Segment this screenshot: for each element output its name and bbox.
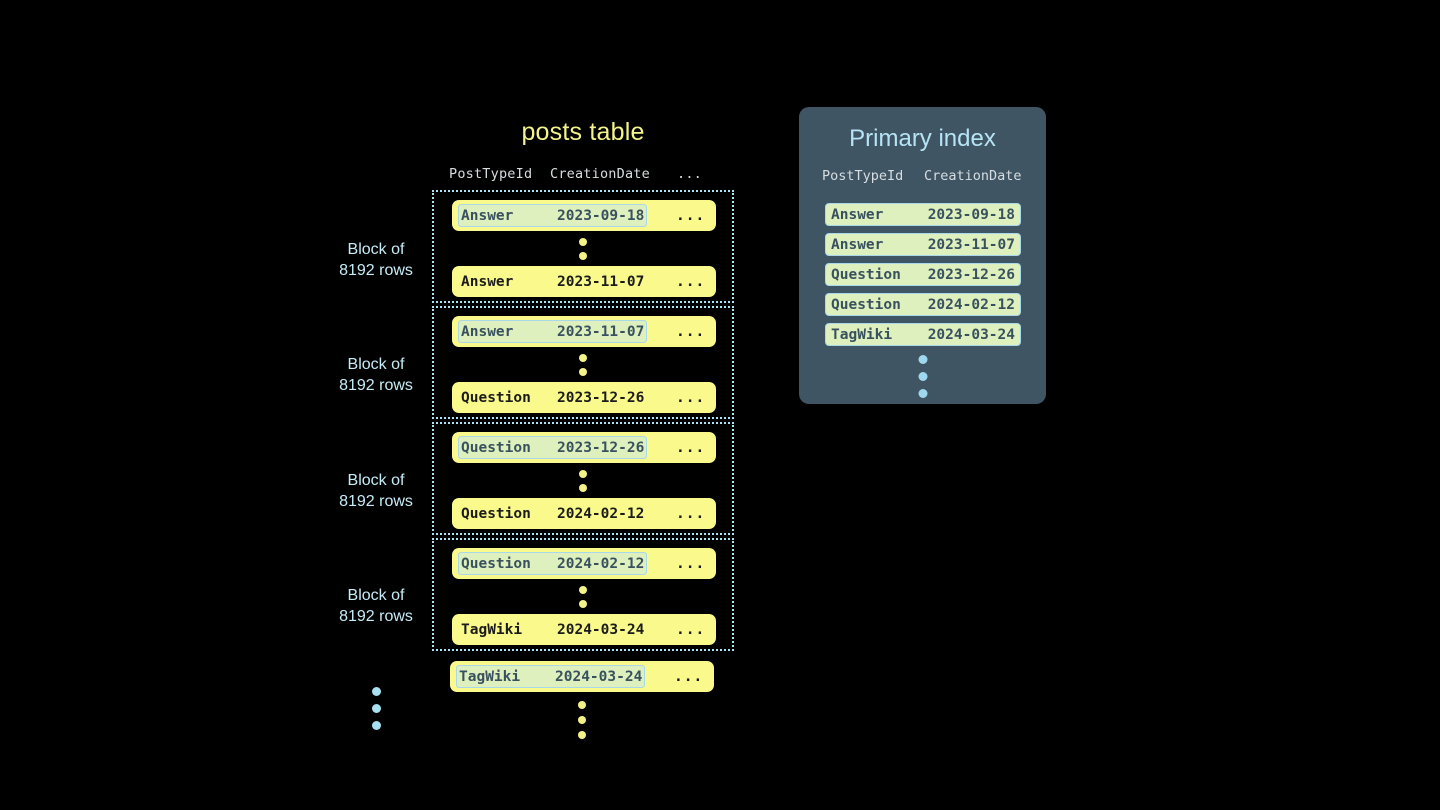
- row-content: Question 2024-02-12: [458, 502, 647, 525]
- cell-creationdate: 2023-11-07: [927, 236, 1015, 253]
- cell-posttypeid: Question: [461, 439, 531, 456]
- row-highlight-box: Question 2024-02-12: [458, 552, 648, 575]
- table-row: Answer 2023-09-18 ...: [452, 200, 716, 231]
- cell-ellipsis: ...: [676, 505, 706, 522]
- block-label-line1: Block of: [347, 356, 405, 373]
- index-row: Answer 2023-11-07: [825, 233, 1021, 256]
- primary-index-rows: Answer 2023-09-18 Answer 2023-11-07 Ques…: [825, 203, 1021, 353]
- cell-ellipsis: ...: [676, 207, 706, 224]
- index-row: Question 2023-12-26: [825, 263, 1021, 286]
- column-header-creationdate: CreationDate: [550, 166, 650, 182]
- table-row: Question 2023-12-26 ...: [452, 432, 716, 463]
- cell-creationdate: 2023-09-18: [927, 206, 1015, 223]
- block-label-line1: Block of: [347, 472, 405, 489]
- cell-creationdate: 2023-09-18: [557, 207, 645, 224]
- cell-posttypeid: Question: [831, 296, 901, 313]
- primary-index-continuation-dots: [918, 355, 927, 406]
- primary-index-column-headers: PostTypeId CreationDate: [799, 168, 1046, 188]
- cell-ellipsis: ...: [676, 555, 706, 572]
- block-label-4: Block of 8192 rows: [291, 585, 461, 627]
- cell-creationdate: 2023-12-26: [557, 439, 645, 456]
- cell-creationdate: 2024-03-24: [927, 326, 1015, 343]
- block-label-line1: Block of: [347, 241, 405, 258]
- row-highlight-box: Answer 2023-09-18: [458, 204, 648, 227]
- column-header-ellipsis: ...: [677, 166, 702, 182]
- cell-posttypeid: Question: [461, 555, 531, 572]
- cell-posttypeid: Answer: [831, 206, 884, 223]
- table-row: TagWiki 2024-03-24 ...: [450, 661, 714, 692]
- column-header-creationdate: CreationDate: [924, 168, 1022, 184]
- cell-creationdate: 2024-02-12: [557, 555, 645, 572]
- posts-table-title: posts table: [521, 118, 645, 146]
- row-highlight-box: Answer 2023-11-07: [458, 320, 648, 343]
- cell-creationdate: 2023-12-26: [557, 389, 645, 406]
- cell-creationdate: 2023-11-07: [557, 323, 645, 340]
- row-content: Question 2023-12-26: [458, 386, 647, 409]
- cell-ellipsis: ...: [676, 389, 706, 406]
- table-bottom-ellipsis-dots: [578, 701, 586, 746]
- cell-creationdate: 2023-11-07: [557, 273, 645, 290]
- primary-index-title: Primary index: [849, 125, 996, 152]
- cell-posttypeid: TagWiki: [459, 668, 521, 685]
- cell-creationdate: 2023-12-26: [927, 266, 1015, 283]
- row-highlight-box: Question 2023-12-26: [458, 436, 648, 459]
- cell-posttypeid: Question: [831, 266, 901, 283]
- block-label-2: Block of 8192 rows: [291, 354, 461, 396]
- table-block: Answer 2023-11-07 ... Question 2023-12-2…: [432, 306, 734, 419]
- row-content: Answer 2023-11-07: [458, 270, 647, 293]
- cell-posttypeid: Answer: [461, 323, 514, 340]
- row-content: TagWiki 2024-03-24: [458, 618, 647, 641]
- trailing-row-wrapper: TagWiki 2024-03-24 ...: [432, 661, 734, 692]
- table-row: Question 2023-12-26 ...: [452, 382, 716, 413]
- cell-posttypeid: Answer: [461, 207, 514, 224]
- index-row: TagWiki 2024-03-24: [825, 323, 1021, 346]
- block-label-line2: 8192 rows: [339, 262, 413, 279]
- cell-creationdate: 2024-03-24: [557, 621, 645, 638]
- primary-index-panel: Primary index PostTypeId CreationDate An…: [799, 107, 1046, 404]
- cell-posttypeid: Question: [461, 389, 531, 406]
- block-label-line2: 8192 rows: [339, 608, 413, 625]
- cell-posttypeid: Answer: [831, 236, 884, 253]
- block-label-1: Block of 8192 rows: [291, 239, 461, 281]
- posts-table-column-headers: PostTypeId CreationDate ...: [432, 166, 734, 188]
- index-row: Answer 2023-09-18: [825, 203, 1021, 226]
- cell-ellipsis: ...: [676, 323, 706, 340]
- table-row: Answer 2023-11-07 ...: [452, 316, 716, 347]
- table-row: Question 2024-02-12 ...: [452, 548, 716, 579]
- cell-posttypeid: Question: [461, 505, 531, 522]
- cell-creationdate: 2024-02-12: [927, 296, 1015, 313]
- block-label-line2: 8192 rows: [339, 377, 413, 394]
- block-label-3: Block of 8192 rows: [291, 470, 461, 512]
- cell-posttypeid: TagWiki: [831, 326, 893, 343]
- cell-creationdate: 2024-03-24: [555, 668, 643, 685]
- blocks-continuation-dots: [372, 687, 381, 738]
- table-row: Answer 2023-11-07 ...: [452, 266, 716, 297]
- cell-creationdate: 2024-02-12: [557, 505, 645, 522]
- row-highlight-box: TagWiki 2024-03-24: [456, 665, 646, 688]
- block-label-line1: Block of: [347, 587, 405, 604]
- cell-ellipsis: ...: [676, 273, 706, 290]
- cell-ellipsis: ...: [676, 439, 706, 456]
- block-label-line2: 8192 rows: [339, 493, 413, 510]
- table-block: Answer 2023-09-18 ... Answer 2023-11-07 …: [432, 190, 734, 303]
- column-header-posttypeid: PostTypeId: [449, 166, 533, 182]
- cell-ellipsis: ...: [674, 668, 704, 685]
- table-row: TagWiki 2024-03-24 ...: [452, 614, 716, 645]
- cell-ellipsis: ...: [676, 621, 706, 638]
- table-block: Question 2024-02-12 ... TagWiki 2024-03-…: [432, 538, 734, 651]
- cell-posttypeid: Answer: [461, 273, 514, 290]
- column-header-posttypeid: PostTypeId: [822, 168, 904, 184]
- table-block: Question 2023-12-26 ... Question 2024-02…: [432, 422, 734, 535]
- posts-table-blocks: Answer 2023-09-18 ... Answer 2023-11-07 …: [432, 190, 734, 654]
- index-row: Question 2024-02-12: [825, 293, 1021, 316]
- table-row: Question 2024-02-12 ...: [452, 498, 716, 529]
- cell-posttypeid: TagWiki: [461, 621, 523, 638]
